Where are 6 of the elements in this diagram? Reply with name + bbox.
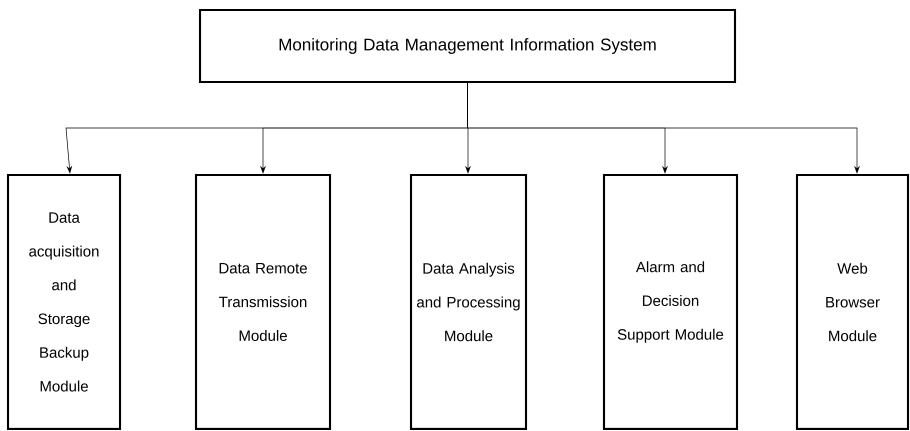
module-box: Web Browser Module: [796, 174, 910, 430]
module-box: Alarm and Decision Support Module: [602, 174, 738, 430]
module-box: Data Remote Transmission Module: [194, 174, 332, 430]
title-box: Monitoring Data Management Information System: [198, 8, 736, 84]
module-box: Data acquisition and Storage Backup Module: [6, 174, 122, 430]
module-box: Data Analysis and Processing Module: [410, 174, 528, 430]
